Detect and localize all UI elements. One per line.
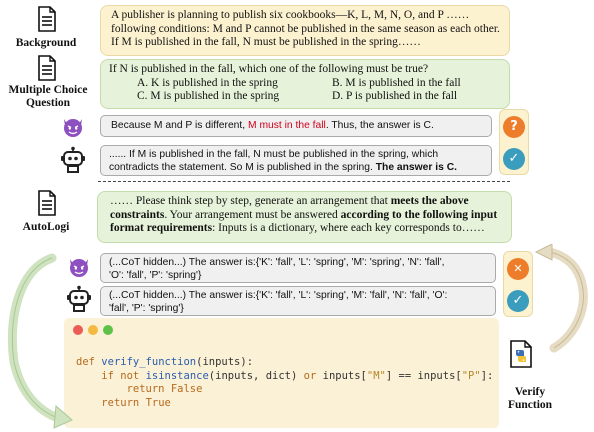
devil-icon-2 — [70, 259, 88, 277]
code-eq: ] == inputs[ — [385, 369, 462, 382]
code-key-m: "M" — [366, 369, 386, 382]
option-a: A. K is published in the spring — [137, 76, 278, 89]
code-key-p: "P" — [461, 369, 481, 382]
verify-function-label: Verify Function — [500, 386, 560, 412]
right-answer-conclusion: The answer is C. — [375, 161, 457, 173]
cot-right-line-2: 'fall', 'P': 'spring'} — [109, 302, 184, 314]
right-answer-box: ...... If M is published in the fall, N … — [100, 145, 492, 176]
code-if: if — [101, 369, 114, 382]
question-box: If N is published in the fall, which one… — [100, 59, 510, 109]
window-close-dot — [73, 325, 83, 335]
autologi-prompt-box: …… Please think step by step, generate a… — [97, 191, 512, 243]
left-loop-arrow — [7, 253, 73, 429]
background-box: A publisher is planning to publish six c… — [100, 5, 510, 56]
code-body: def verify_function(inputs): if not isin… — [76, 356, 493, 410]
code-inputs-a: inputs[ — [322, 369, 367, 382]
code-isinstance: isinstance — [145, 369, 209, 382]
right-answer-line-2: contradicts the statement. So M is publi… — [109, 162, 491, 175]
background-document-icon — [38, 6, 56, 32]
verdict-panel-top: ? ✓ — [499, 109, 529, 175]
multiple-choice-label-line1: Multiple Choice — [8, 84, 88, 96]
multiple-choice-label: Multiple Choice Question — [0, 84, 96, 110]
autologi-line-1-bold: meets the above — [390, 195, 469, 207]
code-return-1: return — [126, 383, 165, 395]
cot-wrong-box: (...CoT hidden...) The answer is:{'K': '… — [100, 253, 496, 283]
option-c: C. M is published in the spring — [137, 90, 280, 102]
cot-wrong-line-1: (...CoT hidden...) The answer is:{'K': '… — [109, 257, 445, 268]
verify-function-label-line2: Function — [507, 399, 553, 411]
background-label: Background — [15, 37, 77, 49]
option-d: D. P is published in the fall — [332, 90, 458, 102]
autologi-line-2-bold: constraints — [110, 208, 165, 221]
window-maximize-dot — [103, 325, 113, 335]
verdict-panel-bottom: ✕ ✓ — [503, 251, 533, 317]
autologi-line-3-bold: format requirements — [110, 222, 213, 234]
cot-right-box: (...CoT hidden...) The answer is:{'K': '… — [100, 286, 496, 316]
code-def: def — [76, 356, 95, 368]
code-params: (inputs): — [196, 356, 254, 368]
window-minimize-dot — [88, 325, 98, 335]
autologi-line-2: constraints. Your arrangement must be an… — [110, 209, 511, 223]
right-answer-line-1: ...... If M is published in the fall, N … — [109, 149, 439, 160]
multiple-choice-label-line2: Question — [25, 97, 71, 109]
right-answer-line-2-text: contradicts the statement. So M is publi… — [109, 161, 373, 173]
wrong-answer-post: . Thus, the answer is C. — [325, 120, 434, 131]
verify-function-label-line1: Verify — [514, 386, 546, 398]
code-false: False — [170, 383, 203, 395]
cross-icon: ✕ — [507, 258, 529, 280]
background-line-1: A publisher is planning to publish six c… — [111, 9, 470, 21]
autologi-line-2-bold2: according to the following input — [340, 208, 498, 221]
background-line-3: If M is published in the fall, N must be… — [111, 36, 421, 48]
autologi-line-1-text: …… Please think step by step, generate a… — [110, 195, 388, 207]
autologi-line-3-text: : Inputs is a dictionary, where each key… — [212, 222, 485, 234]
code-cond-args: (inputs, dict) — [208, 369, 298, 382]
autologi-line-1: …… Please think step by step, generate a… — [110, 195, 511, 209]
code-or: or — [303, 369, 317, 382]
verify-function-code: def verify_function(inputs): if not isin… — [64, 318, 499, 428]
robot-icon-2 — [67, 285, 91, 312]
wrong-answer-pre: Because M and P is different, — [111, 120, 246, 131]
question-stem: If N is published in the fall, which one… — [109, 63, 429, 75]
check-icon-2: ✓ — [507, 290, 529, 312]
cot-wrong-line-2: 'O': 'fall', 'P': 'spring'} — [109, 269, 202, 281]
section-divider — [98, 181, 510, 182]
code-fname: verify_function — [101, 356, 197, 368]
question-mark-icon: ? — [503, 116, 525, 138]
autologi-document-icon — [38, 190, 56, 216]
cot-right-line-1: (...CoT hidden...) The answer is:{'K': '… — [109, 290, 448, 301]
devil-icon — [64, 119, 82, 137]
code-close: ]: — [480, 369, 494, 382]
check-icon: ✓ — [503, 148, 525, 170]
wrong-answer-box: Because M and P is different, M must in … — [100, 115, 492, 137]
autologi-label: AutoLogi — [22, 221, 70, 233]
code-true: True — [145, 396, 171, 409]
autologi-line-3: format requirements: Inputs is a diction… — [110, 222, 511, 236]
python-file-icon — [510, 340, 532, 368]
question-document-icon — [38, 55, 56, 81]
robot-icon — [61, 146, 85, 173]
code-not: not — [120, 369, 140, 382]
code-return-2: return — [101, 396, 140, 409]
right-loop-arrow — [534, 244, 588, 353]
wrong-answer-highlight: M must in the fall — [248, 120, 326, 131]
autologi-line-2-text: . Your arrangement must be answered — [164, 208, 338, 221]
background-line-2: following conditions: M and P cannot be … — [111, 22, 500, 35]
option-b: B. M is published in the fall — [332, 76, 461, 89]
